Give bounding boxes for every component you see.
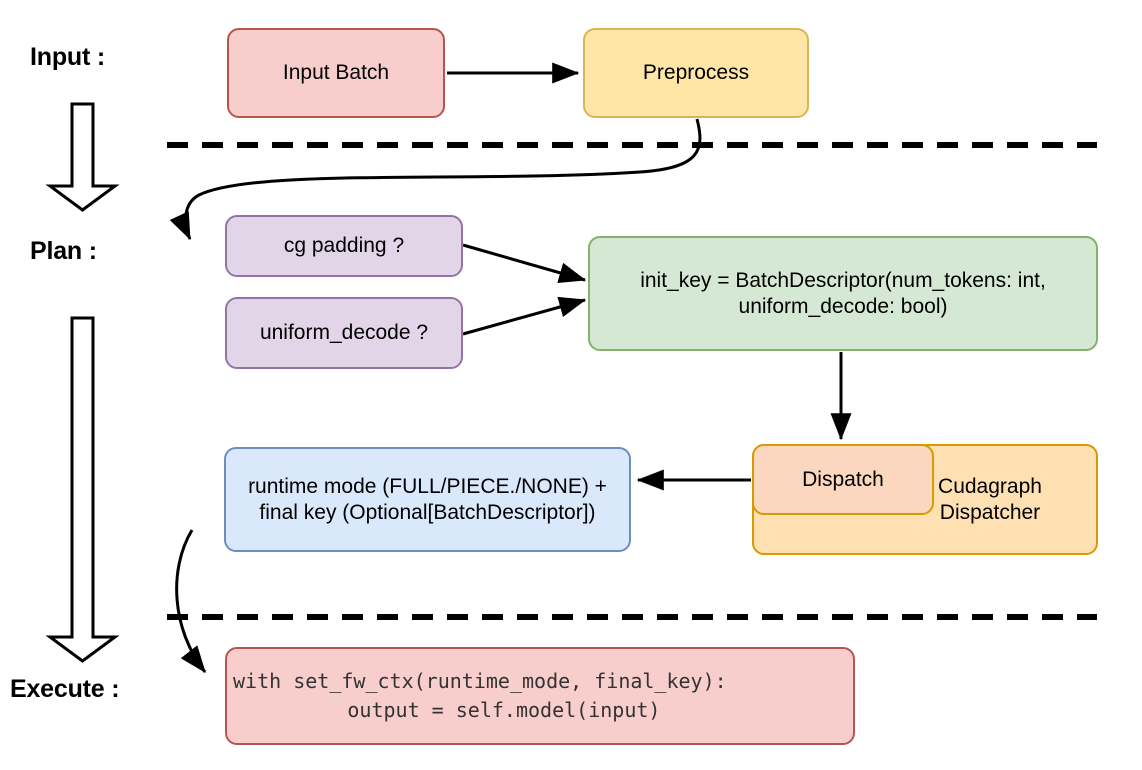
node-init-key[interactable]: init_key = BatchDescriptor(num_tokens: i… [588, 236, 1098, 351]
node-preprocess[interactable]: Preprocess [583, 28, 809, 118]
node-runtime-mode-label: runtime mode (FULL/PIECE./NONE) + final … [248, 474, 607, 524]
node-preprocess-label: Preprocess [642, 61, 750, 85]
node-cg-padding-label: cg padding ? [283, 234, 405, 258]
plan-to-execute-arrow [45, 316, 120, 663]
node-input-batch[interactable]: Input Batch [227, 28, 445, 118]
node-cudagraph-dispatcher-label: Cudagraph Dispatcher [938, 474, 1042, 524]
node-cg-padding[interactable]: cg padding ? [225, 215, 463, 277]
node-code-block-label: with set_fw_ctx(runtime_mode, final_key)… [233, 669, 727, 722]
edge-runtime-mode-to-code-block [175, 529, 207, 673]
stage-label-input: Input : [30, 43, 105, 71]
node-dispatch[interactable]: Dispatch [752, 444, 934, 515]
node-init-key-label: init_key = BatchDescriptor(num_tokens: i… [640, 268, 1046, 318]
input-to-plan-arrow [45, 102, 120, 212]
node-runtime-mode[interactable]: runtime mode (FULL/PIECE./NONE) + final … [224, 447, 631, 552]
node-input-batch-label: Input Batch [282, 61, 390, 85]
node-uniform-decode[interactable]: uniform_decode ? [225, 297, 463, 369]
edge-cg-padding-to-init-key [462, 243, 587, 283]
stage-label-execute: Execute : [10, 675, 120, 703]
node-code-block[interactable]: with set_fw_ctx(runtime_mode, final_key)… [225, 647, 855, 745]
node-uniform-decode-label: uniform_decode ? [259, 321, 429, 345]
node-dispatch-label: Dispatch [802, 467, 884, 491]
edge-uniform-decode-to-init-key [462, 296, 587, 336]
stage-label-plan: Plan : [30, 237, 97, 265]
